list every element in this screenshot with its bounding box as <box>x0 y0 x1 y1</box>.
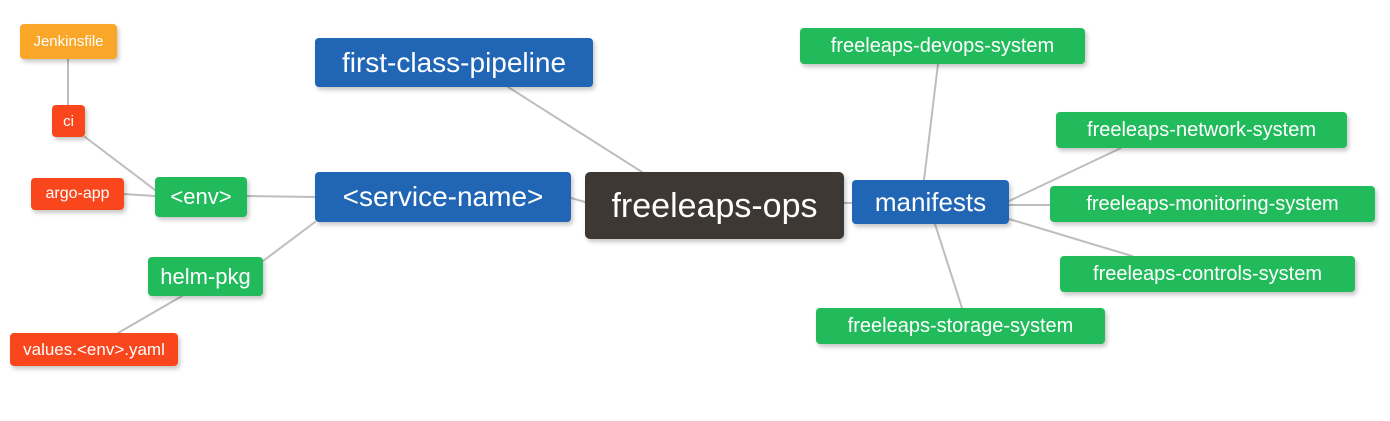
node-label: freeleaps-controls-system <box>1093 263 1322 285</box>
node-network-system[interactable]: freeleaps-network-system <box>1056 112 1347 148</box>
edge-argo-app-to-env <box>123 193 156 197</box>
node-first-class-pipeline[interactable]: first-class-pipeline <box>315 38 593 87</box>
node-helm-pkg[interactable]: helm-pkg <box>148 257 263 296</box>
node-controls-system[interactable]: freeleaps-controls-system <box>1060 256 1355 292</box>
node-label: <env> <box>170 184 232 209</box>
node-label: freeleaps-network-system <box>1087 119 1316 141</box>
node-label: argo-app <box>45 185 110 202</box>
node-manifests[interactable]: manifests <box>852 180 1009 224</box>
node-label: manifests <box>874 187 987 217</box>
node-label: ci <box>63 112 74 130</box>
node-label: freeleaps-devops-system <box>830 35 1055 57</box>
node-env[interactable]: <env> <box>155 177 247 217</box>
edge-helm-pkg-to-values-env-yaml <box>117 295 183 334</box>
node-jenkinsfile[interactable]: Jenkinsfile <box>20 24 117 59</box>
node-monitoring-system[interactable]: freeleaps-monitoring-system <box>1050 186 1375 222</box>
node-label: first-class-pipeline <box>341 46 567 78</box>
node-service-name[interactable]: <service-name> <box>315 172 571 222</box>
node-label: freeleaps-ops <box>611 186 818 225</box>
node-storage-system[interactable]: freeleaps-storage-system <box>816 308 1105 344</box>
node-freeleaps-ops[interactable]: freeleaps-ops <box>585 172 844 239</box>
edge-manifests-to-controls-system <box>1008 218 1133 257</box>
node-devops-system[interactable]: freeleaps-devops-system <box>800 28 1085 64</box>
node-label: freeleaps-storage-system <box>847 315 1074 337</box>
node-label: values.<env>.yaml <box>23 340 165 359</box>
node-label: Jenkinsfile <box>33 33 104 50</box>
edge-first-class-pipeline-to-freeleaps-ops <box>507 86 643 173</box>
node-label: helm-pkg <box>160 263 251 289</box>
edge-env-to-service-name <box>246 195 316 198</box>
edge-manifests-to-storage-system <box>934 223 963 309</box>
node-label: <service-name> <box>342 181 544 212</box>
node-values-env-yaml[interactable]: values.<env>.yaml <box>10 333 178 366</box>
node-argo-app[interactable]: argo-app <box>31 178 124 210</box>
node-label: freeleaps-monitoring-system <box>1086 193 1339 215</box>
edge-service-name-to-helm-pkg <box>262 221 316 262</box>
edge-manifests-to-devops-system <box>923 63 939 181</box>
edge-ci-to-env <box>84 136 156 191</box>
edge-manifests-to-network-system <box>1008 147 1122 202</box>
node-ci[interactable]: ci <box>52 105 85 137</box>
edge-service-name-to-freeleaps-ops <box>570 197 586 203</box>
